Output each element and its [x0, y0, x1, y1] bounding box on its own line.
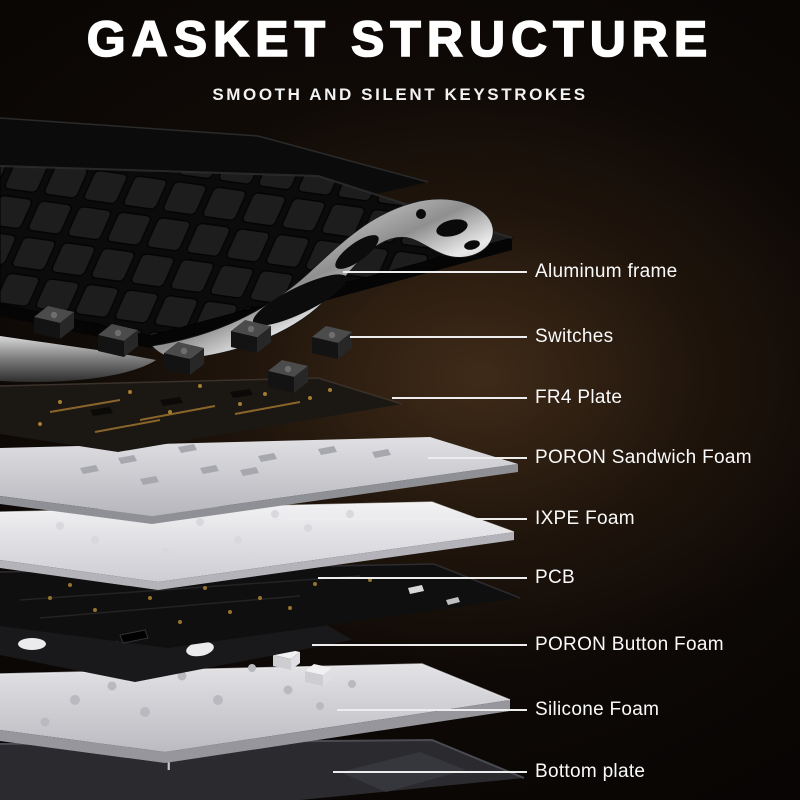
callout-silicone-foam: Silicone Foam [337, 696, 659, 724]
callout-ixpe-foam: IXPE Foam [287, 505, 635, 533]
leader-line [312, 644, 527, 646]
layer-label: IXPE Foam [535, 508, 635, 529]
layer-visual-fr4-plate [0, 377, 403, 452]
fr4-pads [38, 384, 332, 426]
leader-line [337, 709, 527, 711]
leader-line [333, 771, 527, 773]
leader-line [392, 397, 527, 399]
layer-label: Aluminum frame [535, 261, 678, 282]
pcb-traces [19, 575, 361, 619]
ixpe-foam-holes [56, 510, 354, 556]
frame-hole-2 [464, 240, 480, 250]
layer-label: PCB [535, 567, 575, 588]
callout-pcb: PCB [318, 564, 575, 592]
fr4-cutouts [90, 389, 253, 416]
frame-hole-3 [416, 209, 426, 219]
fr4-plate-rim [0, 377, 403, 405]
page-title: GASKET STRUCTURE [86, 10, 714, 68]
callout-poron-sandwich-foam: PORON Sandwich Foam [428, 444, 752, 472]
aluminum-frame-left [0, 336, 156, 382]
leader-line [428, 457, 527, 459]
frame-hollow-1 [252, 274, 348, 326]
frame-hollow-2 [335, 235, 379, 269]
callout-switches: Switches [350, 323, 613, 351]
bottom-plate-logo-fragment: r [166, 749, 174, 776]
layer-label: Switches [535, 326, 614, 347]
header: GASKET STRUCTURE SMOOTH AND SILENT KEYST… [0, 10, 800, 105]
leader-line [350, 336, 527, 338]
layer-label: PORON Sandwich Foam [535, 447, 752, 468]
layer-visual-silicone-foam [0, 663, 511, 763]
top-case-rim [0, 117, 429, 183]
fr4-traces [49, 399, 301, 433]
silicone-foam-holes [40, 664, 356, 727]
leader-line [287, 518, 527, 520]
pcb-components [119, 585, 460, 644]
layer-visual-aluminum-frame [0, 198, 494, 382]
ixpe-foam-shape [0, 502, 514, 582]
fr4-plate-shape [0, 378, 402, 452]
sandwich-foam-slots [80, 444, 391, 485]
layer-label: Silicone Foam [535, 699, 660, 720]
layer-label: PORON Button Foam [535, 634, 724, 655]
callout-bottom-plate: Bottom plate [333, 758, 645, 786]
leader-line [318, 577, 527, 579]
leader-line [343, 271, 527, 273]
callout-fr4-plate: FR4 Plate [392, 384, 622, 412]
layer-visual-poron-sandwich-foam [0, 437, 518, 524]
callout-aluminum-frame: Aluminum frame [343, 258, 678, 286]
callout-poron-button-foam: PORON Button Foam [312, 631, 724, 659]
layer-label: FR4 Plate [535, 387, 623, 408]
silicone-foam-shape [0, 664, 510, 752]
silicone-foam-edge [0, 700, 510, 763]
layer-label: Bottom plate [535, 761, 646, 782]
page-subtitle: SMOOTH AND SILENT KEYSTROKES [212, 85, 588, 104]
frame-hole-1 [436, 219, 468, 237]
